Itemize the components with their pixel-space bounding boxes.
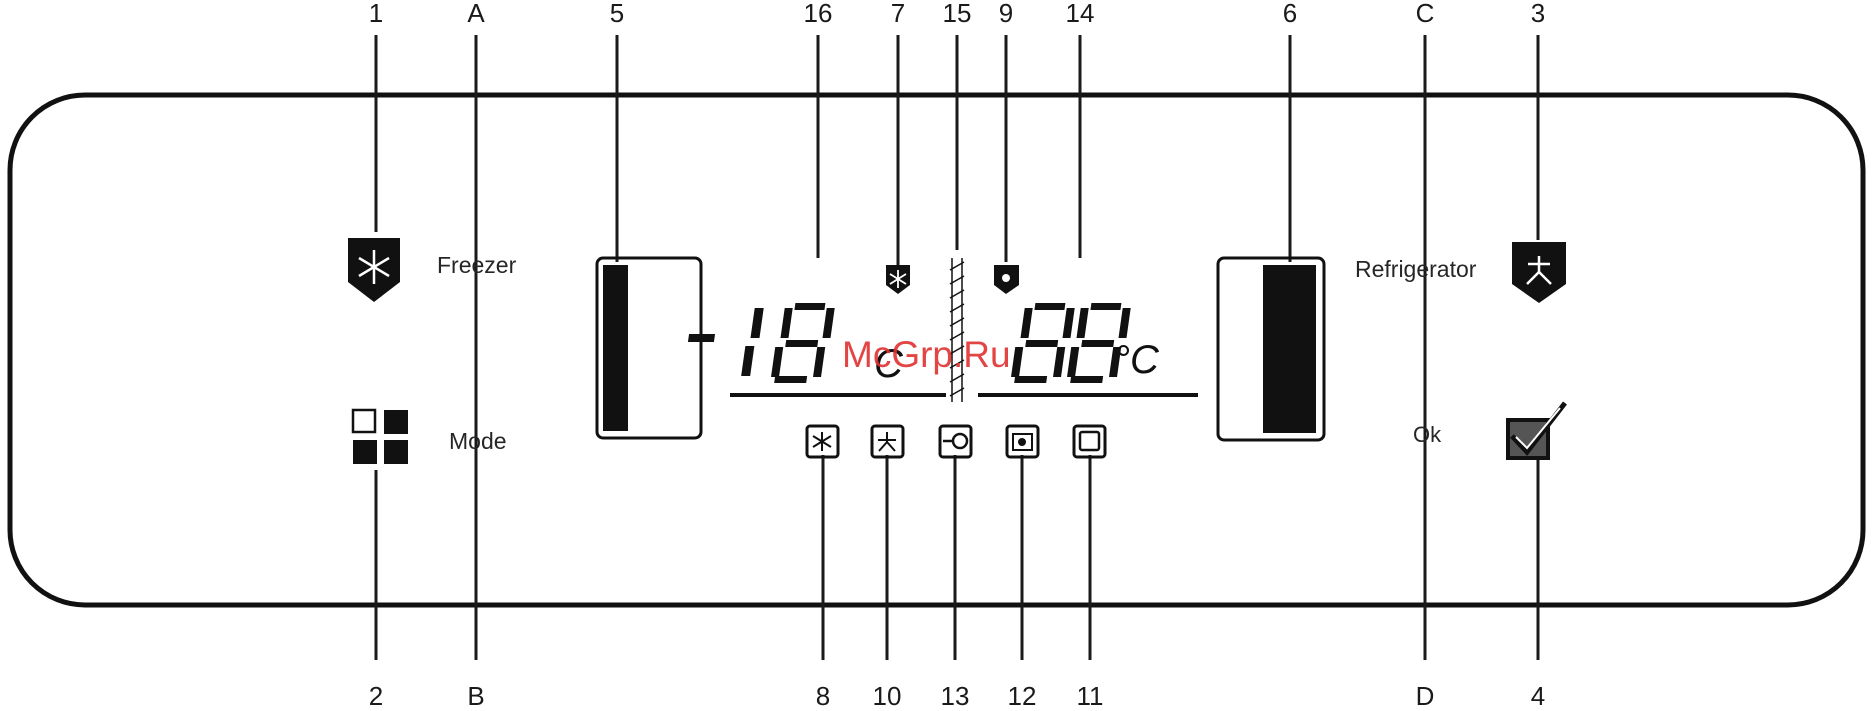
freezer-label: Freezer (437, 254, 516, 277)
holiday-icon (940, 426, 971, 457)
door-icon (1074, 426, 1105, 457)
callout-label: B (467, 683, 484, 709)
freezer-level-fill (603, 265, 628, 431)
zone-divider (950, 258, 964, 402)
checkbox-tick-icon[interactable] (1506, 403, 1565, 460)
freezer-level-gauge (597, 258, 701, 438)
snowflake-indicator-icon (886, 265, 910, 294)
callout-label: 6 (1283, 0, 1297, 26)
refrigerator-label: Refrigerator (1355, 258, 1476, 281)
fan-shield-icon[interactable] (1512, 242, 1566, 303)
callout-label: 5 (610, 0, 624, 26)
super-cool-icon (872, 426, 903, 457)
callout-label: 7 (891, 0, 905, 26)
fridge-level-gauge (1218, 258, 1324, 440)
callout-label: 8 (816, 683, 830, 709)
callout-label: 1 (369, 0, 383, 26)
callout-label: C (1416, 0, 1435, 26)
callout-label: 4 (1531, 683, 1545, 709)
callout-label: 16 (804, 0, 833, 26)
fridge-level-fill (1263, 265, 1316, 433)
callout-label: A (467, 0, 484, 26)
callout-label: 11 (1077, 683, 1104, 709)
callout-label: 15 (943, 0, 972, 26)
callout-label: 10 (873, 683, 902, 709)
callout-label: D (1416, 683, 1435, 709)
watermark-text: McGrp.Ru (842, 336, 1011, 373)
callout-label: 12 (1008, 683, 1037, 709)
callout-label: 13 (941, 683, 970, 709)
callout-label: 9 (999, 0, 1013, 26)
ok-label: Ok (1413, 424, 1441, 446)
callout-label: 2 (369, 683, 383, 709)
freezer-temp-digits (688, 303, 835, 383)
super-freeze-icon (807, 426, 838, 457)
shield-indicator-icon (994, 265, 1019, 294)
camera-icon (1007, 426, 1038, 457)
snowflake-shield-icon[interactable] (348, 238, 400, 302)
callout-label: 3 (1531, 0, 1545, 26)
four-squares-icon[interactable] (353, 410, 408, 464)
mode-label: Mode (449, 430, 507, 453)
fridge-temp-unit: °C (1114, 340, 1159, 380)
fridge-temp-digits (1011, 303, 1131, 383)
callout-label: 14 (1066, 0, 1095, 26)
